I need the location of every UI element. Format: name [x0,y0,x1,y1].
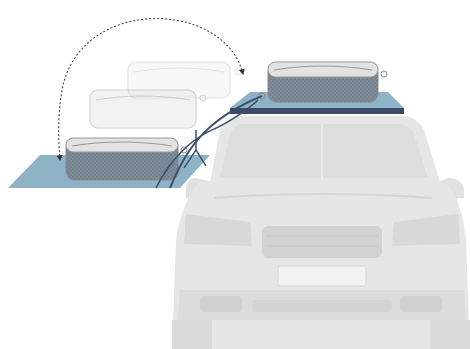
bag-ghost-middle [90,90,206,128]
bag-on-ground [66,138,187,180]
car-front-view-icon [172,116,470,349]
bag-on-roof [259,62,387,102]
